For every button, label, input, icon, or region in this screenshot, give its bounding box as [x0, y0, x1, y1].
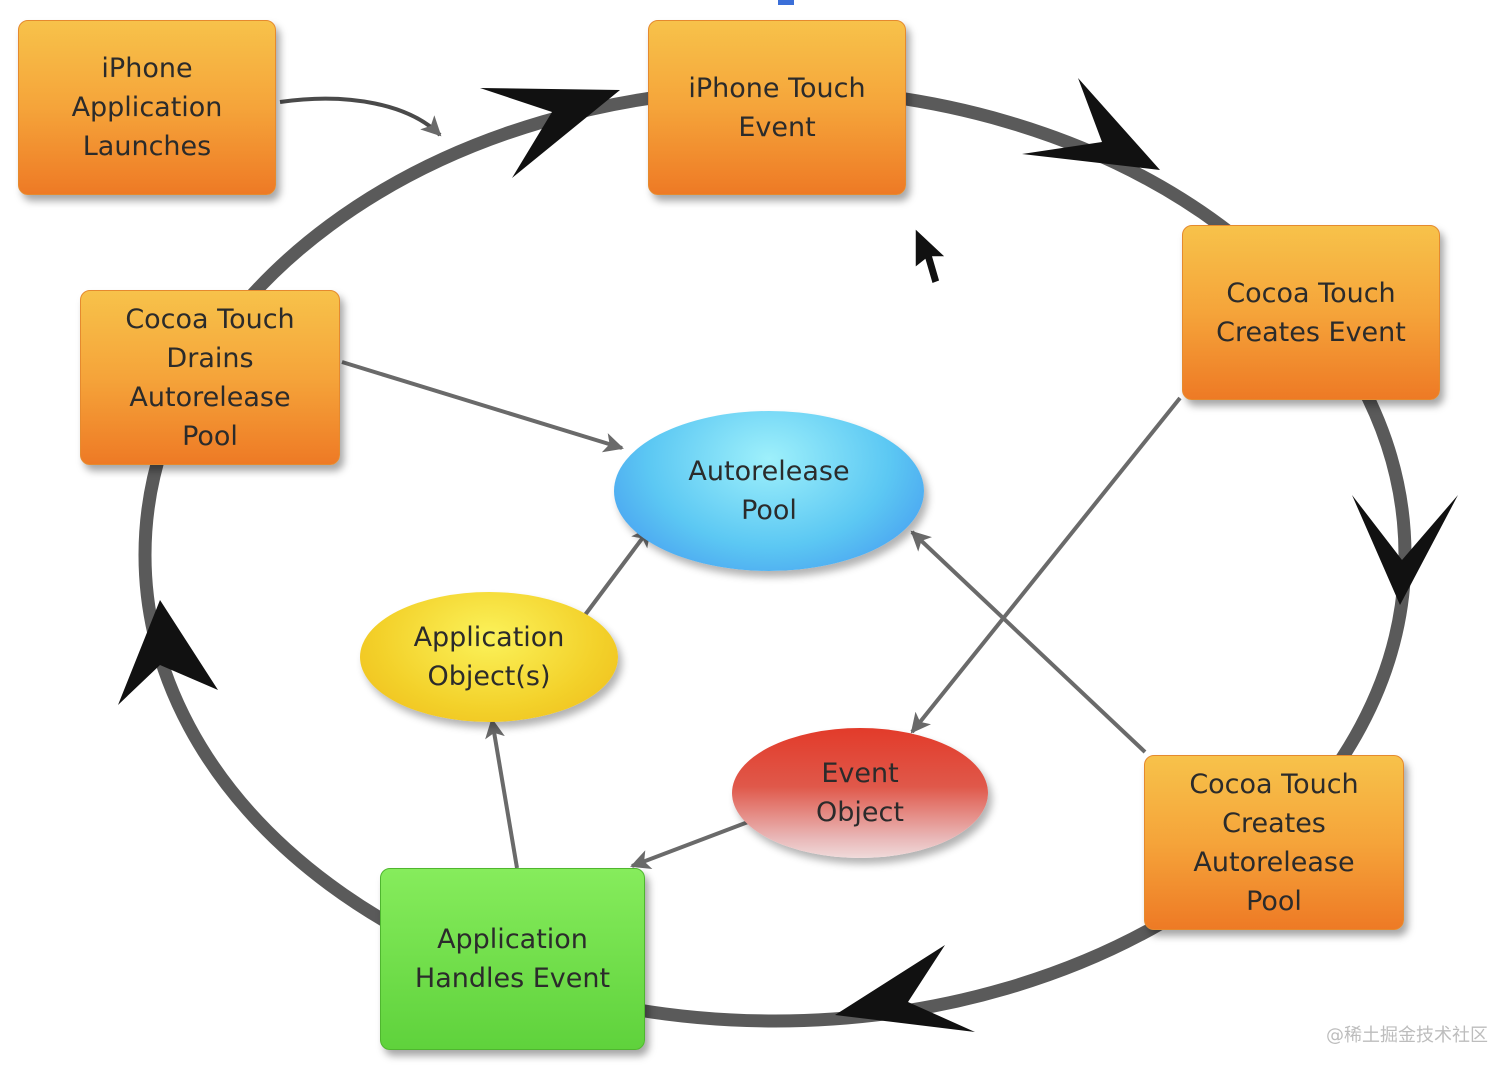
event-object-label: Event Object [816, 758, 904, 828]
cycle-arrowhead-top-right [1022, 78, 1160, 170]
iphone-application-launches-label: iPhone Application Launches [71, 53, 223, 162]
cycle-arrowhead-right [1352, 495, 1458, 605]
handles-to-objects-arrow [485, 718, 519, 869]
cocoa-touch-creates-autorelease-pool-label: Cocoa Touch Creates Autorelease Pool [1189, 768, 1359, 917]
iphone-application-launches-box: iPhone Application Launches [18, 20, 276, 195]
autorelease-pool-oval: Autorelease Pool [614, 411, 924, 571]
autorelease-pool-label: Autorelease Pool [688, 456, 850, 526]
event-object-oval: Event Object [732, 728, 988, 858]
cycle-arrowhead-bottom [835, 945, 975, 1032]
cycle-arrowhead-left [118, 600, 218, 705]
iphone-touch-event-label: iPhone Touch Event [688, 72, 866, 143]
creates-event-to-event-object-arrow [910, 396, 1182, 734]
drain-to-pool-arrow [341, 360, 624, 453]
cocoa-touch-drains-autorelease-pool-label: Cocoa Touch Drains Autorelease Pool [125, 303, 295, 452]
application-objects-oval: Application Object(s) [360, 592, 618, 722]
mouse-cursor-icon [914, 226, 948, 285]
application-objects-label: Application Object(s) [413, 622, 565, 692]
iphone-touch-event-box: iPhone Touch Event [648, 20, 906, 195]
launch-arrow [279, 96, 442, 137]
event-object-to-handles-arrow [630, 820, 749, 869]
application-handles-event-label: Application Handles Event [414, 924, 611, 994]
cocoa-touch-creates-autorelease-pool-box: Cocoa Touch Creates Autorelease Pool [1144, 755, 1404, 930]
cycle-arrowhead-top-left [480, 88, 620, 178]
creates-pool-to-pool-arrow [910, 530, 1147, 754]
objects-to-pool-arrow [583, 526, 652, 617]
cocoa-touch-creates-event-label: Cocoa Touch Creates Event [1216, 277, 1406, 348]
cocoa-touch-drains-autorelease-pool-box: Cocoa Touch Drains Autorelease Pool [80, 290, 340, 465]
application-handles-event-box: Application Handles Event [380, 868, 645, 1050]
watermark: @稀土掘金技术社区 [1326, 1025, 1488, 1046]
cocoa-touch-creates-event-box: Cocoa Touch Creates Event [1182, 225, 1440, 400]
top-edge-mark [778, 0, 794, 5]
